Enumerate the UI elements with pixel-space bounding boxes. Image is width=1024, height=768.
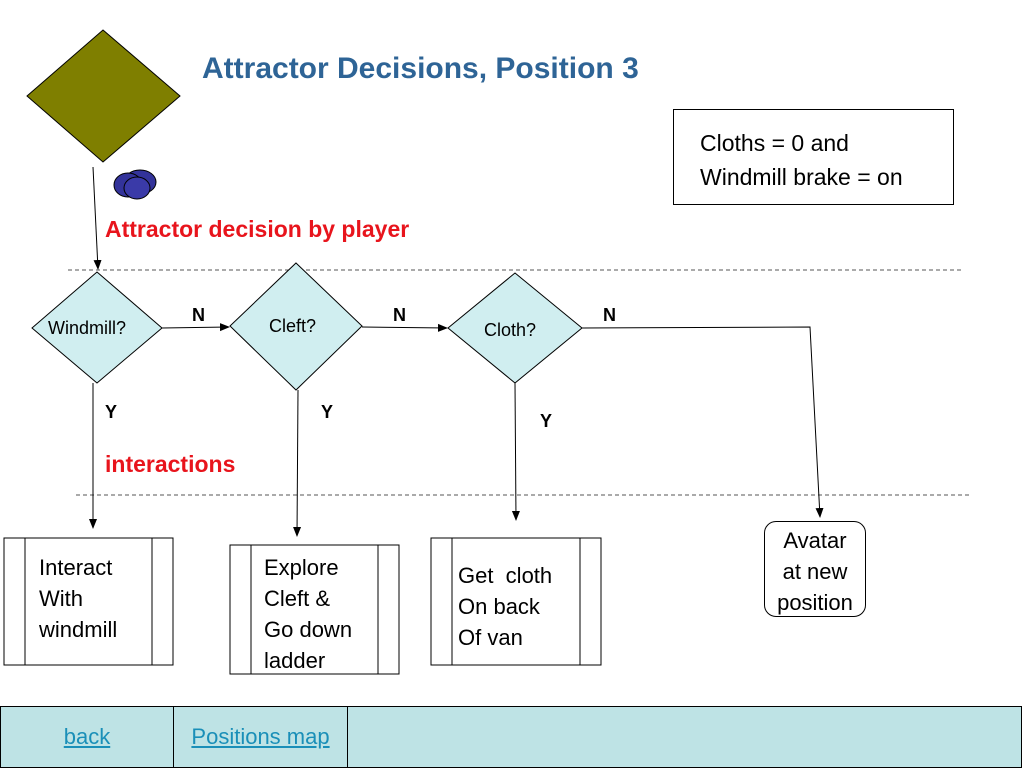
process-box-cloth	[430, 537, 602, 666]
process-box-cleft	[229, 544, 400, 675]
arrow-cloth-yes	[511, 382, 520, 521]
arrow-start-to-windmill	[92, 166, 102, 270]
condition-line: Windmill brake = on	[700, 164, 903, 190]
interactions-label: interactions	[105, 451, 236, 477]
no-label-cleft: N	[393, 305, 406, 325]
terminal-avatar-box: Avatar at new position	[764, 521, 866, 617]
no-label-cloth: N	[603, 305, 616, 325]
decision-label-cloth: Cloth?	[484, 320, 537, 340]
decision-label-windmill: Windmill?	[48, 318, 127, 338]
process-text-windmill: Interact With windmill	[39, 555, 118, 642]
process-text-cleft: Explore Cleft & Go down ladder	[264, 555, 353, 673]
decision-diamond-windmill	[31, 271, 163, 384]
decision-diamond-cleft	[229, 262, 363, 391]
no-label-windmill: N	[192, 305, 205, 325]
yes-label-cleft: Y	[321, 402, 334, 422]
arrow-windmill-no	[161, 323, 230, 332]
footer-cell-positions-map: Positions map	[174, 707, 348, 767]
back-link[interactable]: back	[63, 724, 111, 749]
process-text-cloth: Get cloth On back Of van	[458, 563, 553, 650]
condition-line: Cloths = 0 and	[700, 130, 849, 156]
condition-box: Cloths = 0 and Windmill brake = on	[673, 109, 954, 205]
decision-label-cleft: Cleft?	[269, 316, 317, 336]
footer-nav: back Positions map	[0, 706, 1022, 768]
arrow-cleft-yes	[293, 389, 302, 537]
process-box-windmill	[3, 537, 174, 666]
footer-cell-back: back	[1, 707, 174, 767]
positions-map-link[interactable]: Positions map	[191, 724, 330, 749]
footer-cell-empty	[348, 707, 1021, 767]
page-title: Attractor Decisions, Position 3	[202, 52, 639, 85]
arrow-cloth-no	[581, 326, 824, 518]
yes-label-windmill: Y	[105, 402, 118, 422]
player-token-icon	[113, 169, 157, 200]
arrow-cleft-no	[361, 323, 448, 332]
yes-label-cloth: Y	[540, 411, 553, 431]
start-diamond	[26, 29, 181, 163]
decision-by-player-label: Attractor decision by player	[105, 216, 410, 242]
